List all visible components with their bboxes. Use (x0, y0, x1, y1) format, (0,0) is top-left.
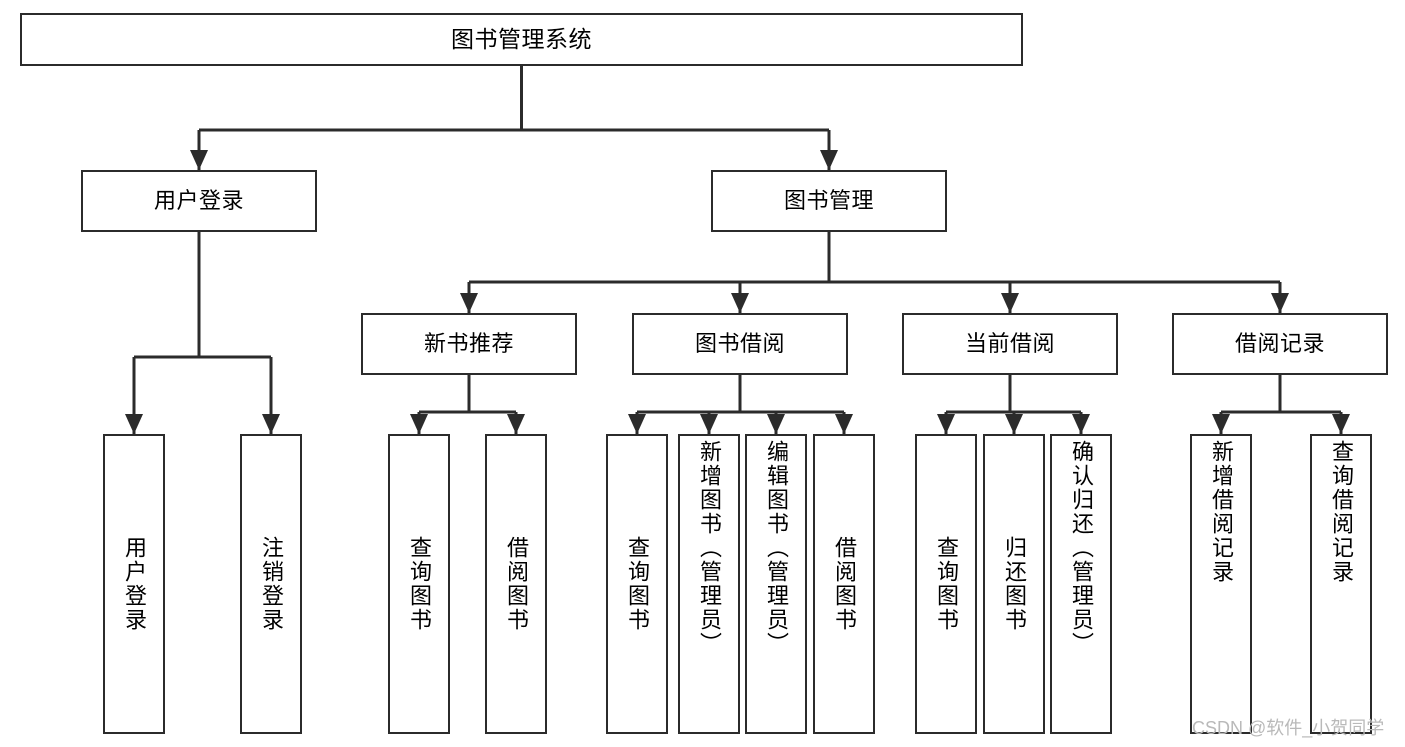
node-new-book-rec[interactable]: 新书推荐 (361, 313, 577, 375)
node-leaf-query-book-1[interactable]: 查询图书 (388, 434, 450, 734)
node-leaf-return-book[interactable]: 归还图书 (983, 434, 1045, 734)
node-leaf-query-book-3[interactable]: 查询图书 (915, 434, 977, 734)
node-label: 新增图书（管理员） (696, 440, 722, 656)
node-leaf-edit-book[interactable]: 编辑图书（管理员） (745, 434, 807, 734)
node-leaf-borrow-book-2[interactable]: 借阅图书 (813, 434, 875, 734)
node-leaf-query-record[interactable]: 查询借阅记录 (1310, 434, 1372, 734)
node-label: 查询图书 (406, 536, 432, 632)
node-label: 借阅图书 (503, 536, 529, 632)
node-label: 查询图书 (624, 536, 650, 632)
node-label: 用户登录 (153, 188, 244, 214)
node-label: 当前借阅 (964, 331, 1055, 357)
node-label: 用户登录 (121, 536, 147, 632)
node-label: 图书借阅 (694, 331, 785, 357)
node-label: 编辑图书（管理员） (763, 440, 789, 656)
node-leaf-user-login[interactable]: 用户登录 (103, 434, 165, 734)
node-borrow-record[interactable]: 借阅记录 (1172, 313, 1388, 375)
node-label: 归还图书 (1001, 536, 1027, 632)
node-leaf-confirm-return[interactable]: 确认归还（管理员） (1050, 434, 1112, 734)
node-root[interactable]: 图书管理系统 (20, 13, 1023, 66)
watermark-label: CSDN @软件_小贺同学 (1192, 718, 1385, 738)
node-label: 图书管理系统 (451, 25, 592, 52)
node-label: 查询图书 (933, 536, 959, 632)
node-label: 新书推荐 (423, 331, 514, 357)
node-label: 图书管理 (783, 188, 874, 214)
node-label: 注销登录 (258, 536, 284, 632)
node-book-borrow[interactable]: 图书借阅 (632, 313, 848, 375)
node-book-manage[interactable]: 图书管理 (711, 170, 947, 232)
node-leaf-user-logout[interactable]: 注销登录 (240, 434, 302, 734)
node-label: 新增借阅记录 (1208, 440, 1234, 584)
node-label: 确认归还（管理员） (1068, 440, 1094, 656)
node-user-login[interactable]: 用户登录 (81, 170, 317, 232)
node-leaf-add-book[interactable]: 新增图书（管理员） (678, 434, 740, 734)
node-leaf-borrow-book-1[interactable]: 借阅图书 (485, 434, 547, 734)
node-label: 借阅图书 (831, 536, 857, 632)
node-leaf-add-record[interactable]: 新增借阅记录 (1190, 434, 1252, 734)
node-label: 查询借阅记录 (1328, 440, 1354, 584)
node-label: 借阅记录 (1234, 331, 1325, 357)
node-current-borrow[interactable]: 当前借阅 (902, 313, 1118, 375)
node-leaf-query-book-2[interactable]: 查询图书 (606, 434, 668, 734)
